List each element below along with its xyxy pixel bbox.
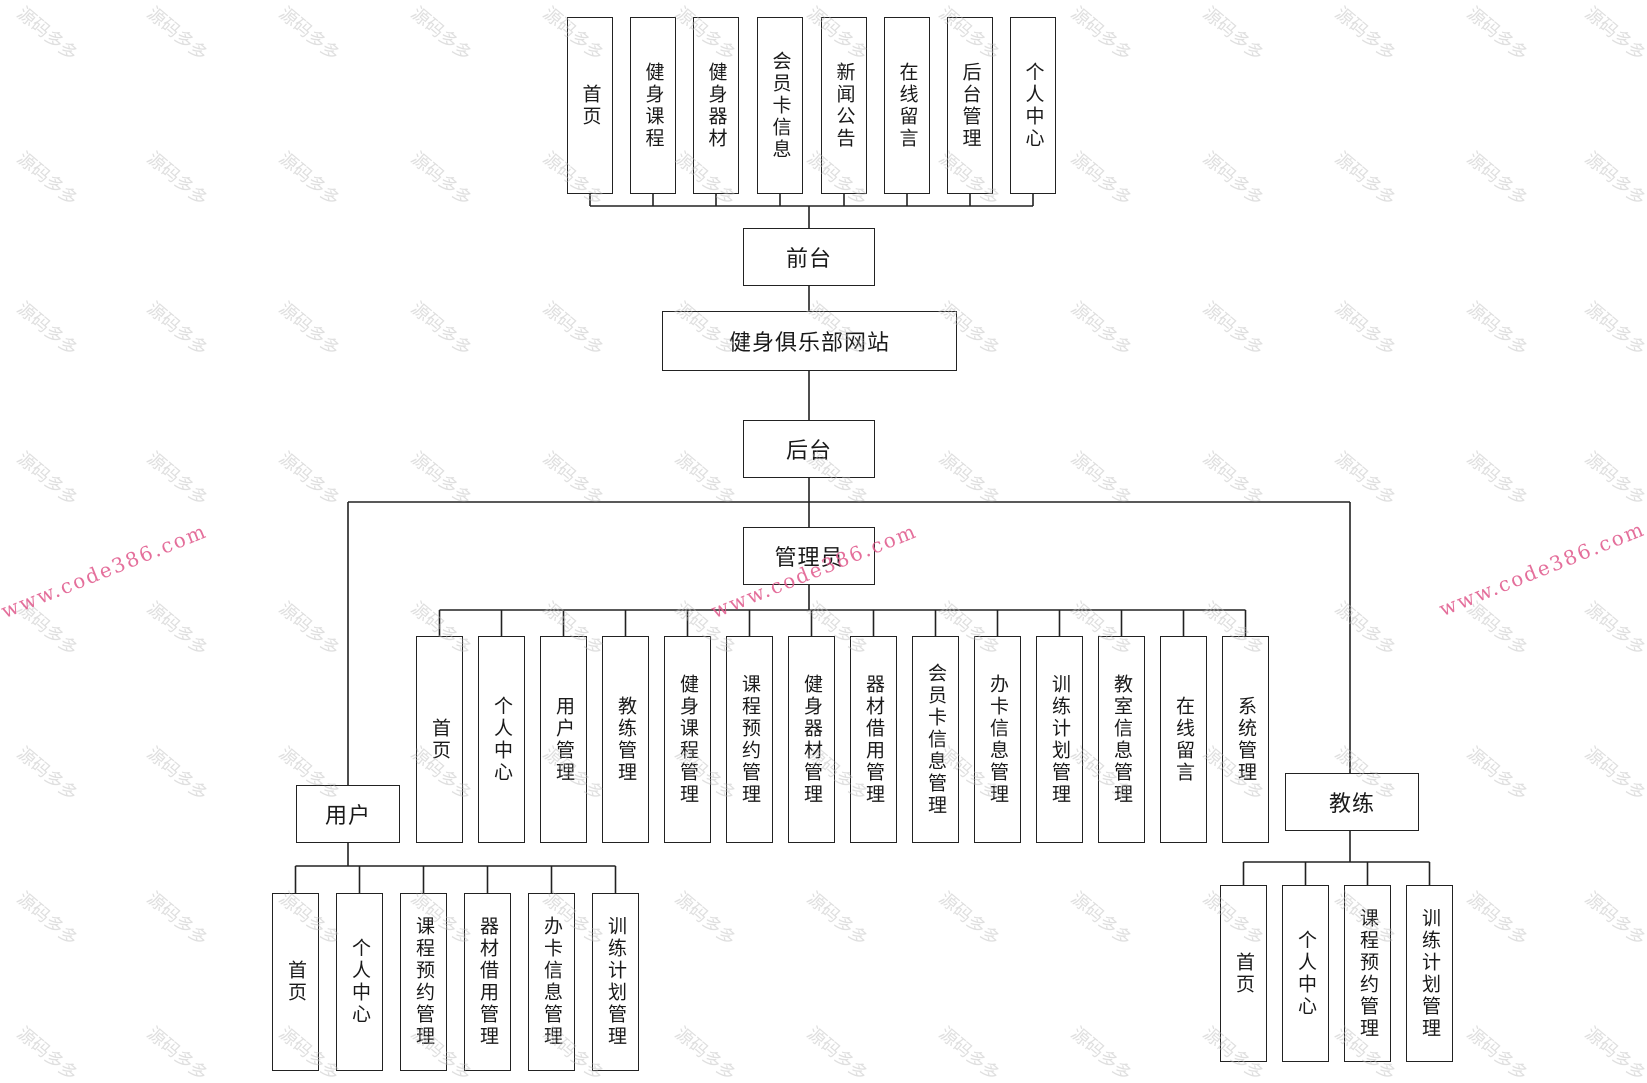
admin-node-3: 教练管理 [602, 636, 649, 843]
admin-node-5: 课程预约管理 [726, 636, 773, 843]
admin-node-10-label: 训练计划管理 [1049, 673, 1071, 806]
frontend-node-2-label: 健身器材 [705, 61, 728, 150]
root-node-label: 健身俱乐部网站 [728, 331, 890, 356]
backend-node: 后台 [743, 420, 875, 478]
user-node-1-label: 个人中心 [349, 938, 371, 1026]
admin-node-11-label: 教室信息管理 [1111, 673, 1133, 806]
user-node-0-label: 首页 [285, 960, 307, 1004]
admin-node-11: 教室信息管理 [1098, 636, 1145, 843]
frontend-node-7-label: 个人中心 [1022, 61, 1045, 150]
admin-node-8-label: 会员卡信息管理 [925, 662, 947, 817]
coach-node-3: 训练计划管理 [1406, 885, 1453, 1062]
coach-node-1-label: 个人中心 [1295, 929, 1317, 1018]
user-node-2: 课程预约管理 [400, 893, 447, 1071]
admin-node-0: 首页 [416, 636, 463, 843]
admin-node-13: 系统管理 [1222, 636, 1269, 843]
admin-node-7: 器材借用管理 [850, 636, 897, 843]
frontend-node-label: 前台 [785, 247, 832, 272]
admin-node-label: 管理员 [774, 546, 844, 571]
frontend-node-6-label: 后台管理 [959, 61, 982, 150]
admin-node-2-label: 用户管理 [553, 695, 575, 784]
frontend-node-0-label: 首页 [579, 83, 602, 128]
user-node-0: 首页 [272, 893, 319, 1071]
admin-node-1: 个人中心 [478, 636, 525, 843]
frontend-node-3-label: 会员卡信息 [769, 50, 792, 161]
admin-node-0-label: 首页 [429, 717, 451, 762]
frontend-node-2: 健身器材 [693, 17, 739, 194]
admin-node-1-label: 个人中心 [491, 695, 513, 784]
admin-node-6-label: 健身器材管理 [801, 673, 823, 806]
user-node-3-label: 器材借用管理 [477, 916, 499, 1048]
frontend-node-3: 会员卡信息 [757, 17, 803, 194]
frontend-node-4-label: 新闻公告 [833, 61, 856, 150]
coach-node-1: 个人中心 [1282, 885, 1329, 1062]
user-node-3: 器材借用管理 [464, 893, 511, 1071]
admin-node-2: 用户管理 [540, 636, 587, 843]
frontend-node-5-label: 在线留言 [896, 61, 919, 150]
frontend-node-4: 新闻公告 [821, 17, 867, 194]
admin-node-10: 训练计划管理 [1036, 636, 1083, 843]
admin-node-4-label: 健身课程管理 [677, 673, 699, 806]
root-node: 健身俱乐部网站 [662, 311, 957, 371]
user-node-2-label: 课程预约管理 [413, 916, 435, 1048]
admin-node-6: 健身器材管理 [788, 636, 835, 843]
frontend-node: 前台 [743, 228, 875, 286]
user-node-5: 训练计划管理 [592, 893, 639, 1071]
frontend-node-7: 个人中心 [1010, 17, 1056, 194]
frontend-node-5: 在线留言 [884, 17, 930, 194]
user-node-4: 办卡信息管理 [528, 893, 575, 1071]
admin-node-8: 会员卡信息管理 [912, 636, 959, 843]
user-node-4-label: 办卡信息管理 [541, 916, 563, 1048]
admin-node-4: 健身课程管理 [664, 636, 711, 843]
coach-node-label: 教练 [1328, 792, 1375, 817]
coach-node-0-label: 首页 [1233, 951, 1255, 996]
user-node: 用户 [296, 785, 400, 843]
frontend-node-6: 后台管理 [947, 17, 993, 194]
admin-node-12-label: 在线留言 [1173, 695, 1195, 784]
frontend-node-1-label: 健身课程 [642, 61, 665, 150]
coach-node-3-label: 训练计划管理 [1419, 907, 1441, 1040]
coach-node-2-label: 课程预约管理 [1357, 907, 1379, 1040]
frontend-node-0: 首页 [567, 17, 613, 194]
admin-node-9-label: 办卡信息管理 [987, 673, 1009, 806]
coach-node-2: 课程预约管理 [1344, 885, 1391, 1062]
admin-node: 管理员 [743, 527, 875, 585]
admin-node-13-label: 系统管理 [1235, 695, 1257, 784]
admin-node-9: 办卡信息管理 [974, 636, 1021, 843]
backend-node-label: 后台 [785, 439, 832, 464]
admin-node-5-label: 课程预约管理 [739, 673, 761, 806]
user-node-1: 个人中心 [336, 893, 383, 1071]
admin-node-12: 在线留言 [1160, 636, 1207, 843]
admin-node-3-label: 教练管理 [615, 695, 637, 784]
coach-node-0: 首页 [1220, 885, 1267, 1062]
user-node-5-label: 训练计划管理 [605, 916, 627, 1048]
user-node-label: 用户 [324, 804, 371, 829]
admin-node-7-label: 器材借用管理 [863, 673, 885, 806]
frontend-node-1: 健身课程 [630, 17, 676, 194]
coach-node: 教练 [1285, 773, 1419, 831]
